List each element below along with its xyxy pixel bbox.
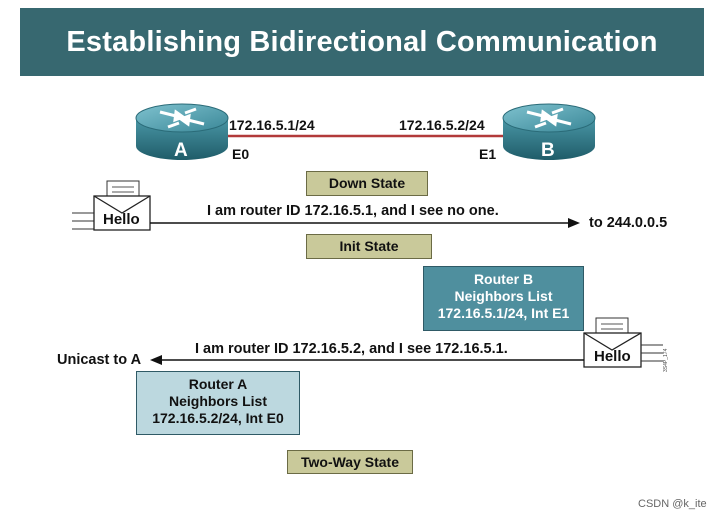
figure-code: 3S4P_174 (663, 348, 669, 372)
router-b-neighbors-list: Router B Neighbors List 172.16.5.1/24, I… (423, 266, 584, 331)
arrow-to-multicast (150, 218, 580, 228)
neighbors-a-title: Router A (188, 376, 248, 392)
arrow-unicast-to-a (150, 355, 584, 365)
router-b-interface: E1 (479, 146, 497, 162)
hello-envelope-a-icon (72, 180, 151, 231)
hello-label-b: Hello (594, 348, 631, 365)
neighbors-b-title: Router B (473, 271, 534, 287)
neighbors-b-entry: 172.16.5.1/24, Int E1 (437, 305, 570, 321)
router-a-ip: 172.16.5.1/24 (229, 117, 315, 133)
down-state-box: Down State (306, 171, 428, 196)
unicast-label: Unicast to A (57, 352, 142, 368)
router-a-interface: E0 (232, 146, 250, 162)
neighbors-b-subtitle: Neighbors List (454, 288, 553, 304)
router-a-neighbors-list: Router A Neighbors List 172.16.5.2/24, I… (136, 371, 300, 435)
multicast-label: to 244.0.0.5 (589, 215, 668, 231)
neighbors-a-subtitle: Neighbors List (168, 393, 267, 409)
title-bar: Establishing Bidirectional Communication (20, 8, 704, 76)
message-from-b: I am router ID 172.16.5.2, and I see 172… (195, 341, 508, 357)
message-from-a: I am router ID 172.16.5.1, and I see no … (207, 203, 499, 219)
router-a-letter: A (174, 140, 188, 161)
neighbors-a-entry: 172.16.5.2/24, Int E0 (152, 410, 284, 426)
router-b-letter: B (541, 140, 555, 161)
router-a-icon (135, 103, 229, 160)
hello-envelope-b-icon (583, 317, 663, 368)
hello-label-a: Hello (103, 211, 140, 228)
two-way-state-box: Two-Way State (287, 450, 413, 474)
init-state-box: Init State (306, 234, 432, 259)
router-b-icon (502, 103, 596, 160)
watermark: CSDN @k_ite (638, 498, 707, 510)
router-b-ip: 172.16.5.2/24 (399, 117, 485, 133)
page-title: Establishing Bidirectional Communication (66, 26, 658, 58)
